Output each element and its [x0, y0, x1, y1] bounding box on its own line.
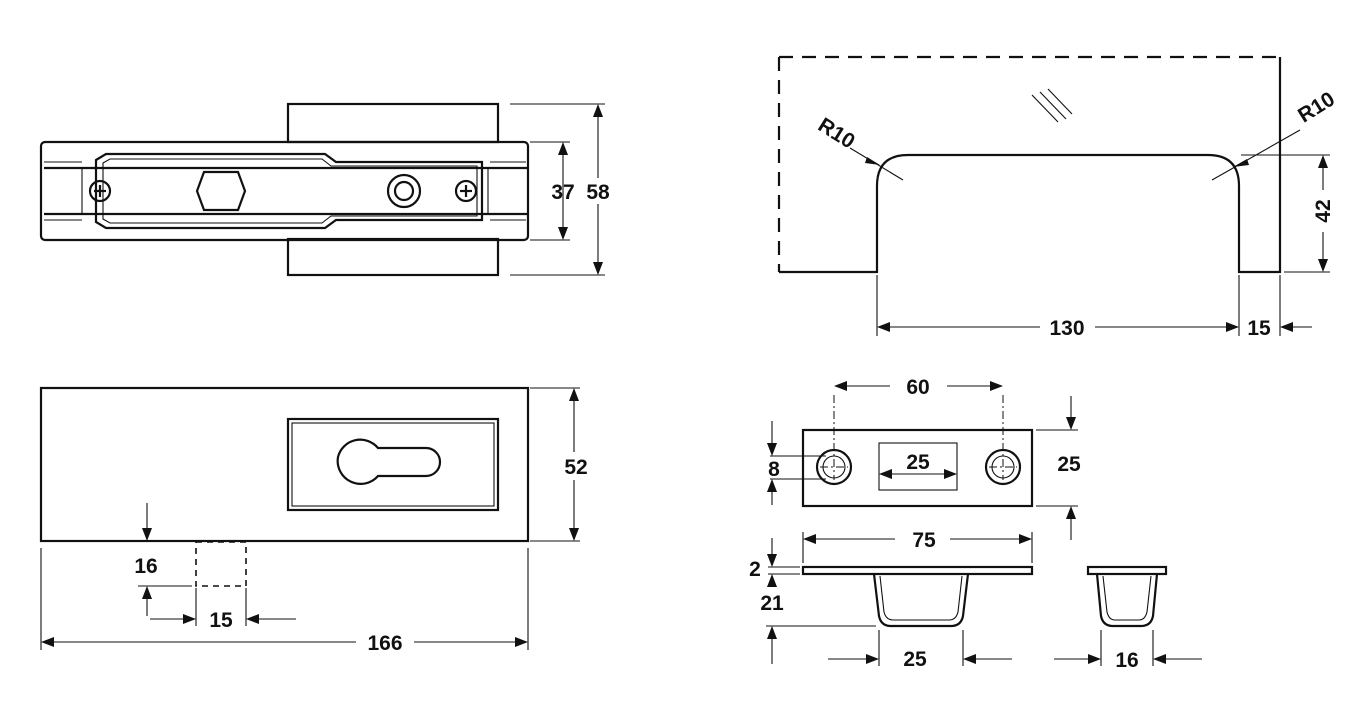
dim-15-edge: 15: [1247, 317, 1271, 340]
notch-outline: [195, 541, 247, 587]
dim-130: 130: [1049, 317, 1084, 340]
strike-plate-top-view: 60 25 8 25: [767, 376, 1081, 540]
dim-60: 60: [906, 376, 929, 399]
dim-2: 2: [749, 558, 761, 581]
glass-clamp-bottom: [286, 237, 500, 277]
glass-cutout-view: R10 R10 42 130 15: [777, 55, 1339, 340]
dim-166: 166: [367, 632, 402, 655]
strike-slot: [878, 442, 958, 491]
dim-25-box: 25: [903, 648, 927, 671]
strike-box: [872, 573, 970, 628]
dim-15-notch: 15: [209, 609, 233, 632]
dim-21: 21: [760, 592, 784, 615]
cover-plate: [94, 152, 484, 230]
lock-front-view: 52 16 15 166: [39, 386, 588, 655]
strike-plate-side-view: 75 2 21 25: [749, 529, 1034, 671]
screw-icon: [88, 179, 112, 203]
dim-16-end: 16: [1115, 649, 1138, 672]
glass-outline: [779, 57, 1282, 274]
spindle-icon: [386, 173, 422, 209]
strike-end-flange: [1086, 565, 1168, 576]
keyhole-icon: [336, 438, 442, 485]
dim-52: 52: [564, 456, 587, 479]
lock-top-view: 37 58: [39, 102, 610, 277]
screw-icon: [454, 179, 478, 203]
dim-75: 75: [912, 529, 936, 552]
dim-25-plate: 25: [1057, 453, 1081, 476]
dim-37: 37: [551, 181, 574, 204]
strike-plate-outline: [801, 428, 1034, 508]
glass-hatch-icon: [1031, 94, 1059, 123]
strike-end-box: [1095, 573, 1159, 628]
dim-25-slot: 25: [906, 451, 930, 474]
dim-8: 8: [768, 458, 780, 481]
dim-42: 42: [1312, 199, 1335, 222]
dim-r10-right: R10: [1294, 88, 1339, 128]
strike-flange: [801, 565, 1034, 576]
dim-16: 16: [134, 555, 157, 578]
lock-body-outline: [39, 140, 530, 242]
dim-r10-left: R10: [814, 114, 859, 154]
glass-clamp-top: [286, 102, 500, 144]
lock-front-outline: [39, 386, 530, 543]
strike-plate-end-view: 16: [1054, 565, 1202, 672]
cover-recess: [286, 417, 500, 512]
dim-58: 58: [586, 181, 610, 204]
key-cylinder-icon: [195, 170, 247, 212]
